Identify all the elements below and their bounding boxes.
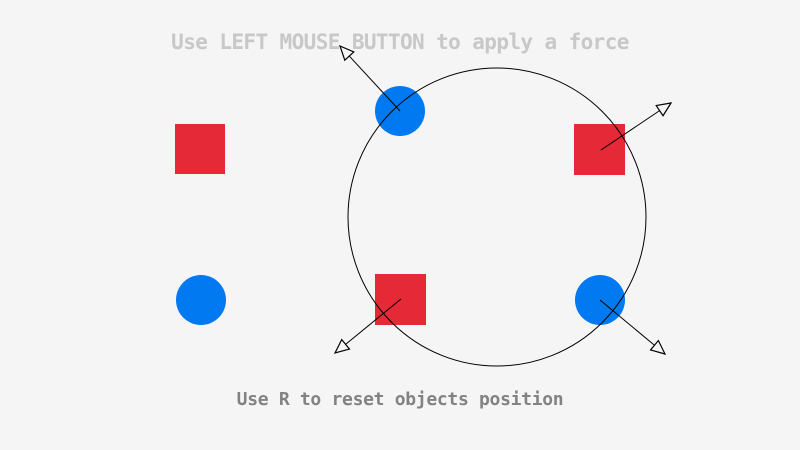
- blue-ball-bottom-left[interactable]: [176, 275, 226, 325]
- force-arrow-bottom-right-shaft: [599, 299, 655, 346]
- red-box-top-left[interactable]: [175, 124, 225, 174]
- force-arrow-bottom-left-head-icon: [333, 338, 351, 354]
- boundary-circle: [347, 67, 647, 367]
- force-arrow-bottom-right-head-icon: [649, 339, 667, 355]
- red-box-right[interactable]: [574, 124, 625, 175]
- force-arrow-right-head-icon: [655, 102, 673, 117]
- force-arrow-right-shaft: [600, 110, 660, 151]
- instruction-apply-force: Use LEFT MOUSE BUTTON to apply a force: [171, 30, 629, 54]
- force-arrow-top-shaft: [348, 55, 401, 112]
- force-arrow-top-head-icon: [339, 44, 355, 62]
- force-arrow-bottom-left-shaft: [345, 298, 402, 345]
- instruction-reset: Use R to reset objects position: [236, 389, 564, 410]
